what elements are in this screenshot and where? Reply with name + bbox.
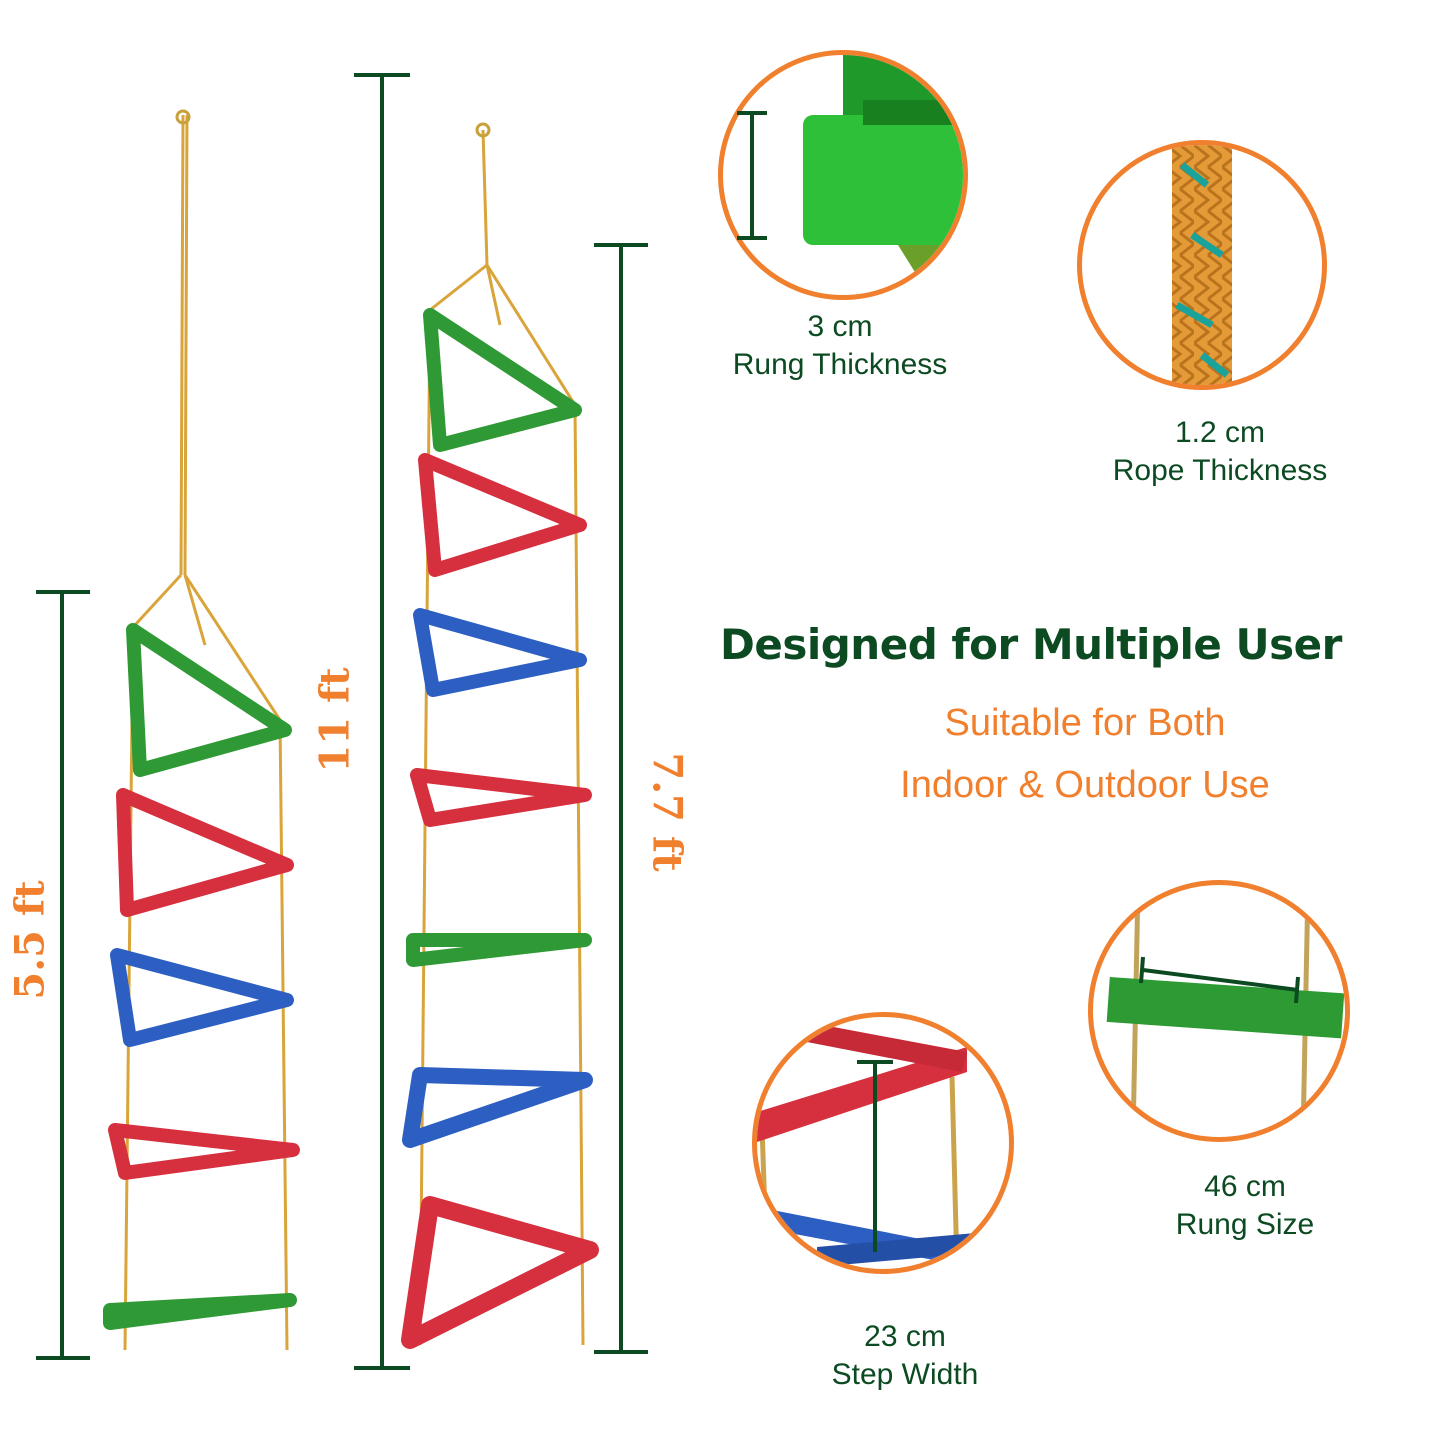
headline: Designed for Multiple User — [720, 620, 1342, 669]
step-width-label: Step Width — [831, 1358, 979, 1391]
rope-thickness-value: 1.2 cm — [1174, 416, 1266, 449]
rope-closeup-image — [1077, 140, 1327, 390]
rope-thickness-label: Rope Thickness — [1112, 454, 1328, 487]
long-ladder-rung-green-2 — [406, 933, 592, 967]
short-ladder-rung-green-2 — [103, 1293, 297, 1330]
rung-size-caption: 46 cm Rung Size — [1110, 1168, 1380, 1244]
rope-thickness-caption: 1.2 cm Rope Thickness — [1075, 414, 1365, 490]
total-height-label: 11 ft — [311, 667, 359, 773]
step-closeup-image — [752, 1012, 1014, 1274]
step-width-value: 23 cm — [864, 1320, 946, 1353]
short-ladder-image — [103, 109, 300, 1351]
short-ladder-rung-red — [116, 788, 294, 917]
rung-thickness-caption: 3 cm Rung Thickness — [700, 308, 980, 384]
long-ladder-image — [401, 122, 599, 1349]
short-ladder-rung-red-2 — [108, 1123, 300, 1180]
long-ladder-rung-blue-2 — [402, 1067, 593, 1148]
step-width-caption: 23 cm Step Width — [770, 1318, 1040, 1394]
long-ladder-height-label: 7.7 ft — [643, 752, 691, 872]
rung-thickness-marker — [737, 111, 767, 240]
rung-size-label: Rung Size — [1175, 1208, 1315, 1241]
long-ladder-rung-red — [418, 453, 587, 577]
rung-thickness-value: 3 cm — [807, 310, 873, 343]
rung-size-closeup-image — [1088, 880, 1350, 1142]
long-ladder-rung-red-3 — [401, 1196, 599, 1349]
long-ladder-rung-green — [423, 308, 582, 452]
rung-closeup-image — [718, 50, 968, 300]
long-ladder-dimension-line — [594, 243, 648, 1354]
rung-thickness-label: Rung Thickness — [732, 348, 948, 381]
subtitle: Suitable for Both Indoor & Outdoor Use — [820, 692, 1350, 816]
total-height-dimension-line — [354, 73, 410, 1370]
subtitle-line-1: Suitable for Both — [944, 702, 1226, 744]
rung-size-value: 46 cm — [1204, 1170, 1286, 1203]
short-ladder-rung-green — [126, 623, 292, 777]
long-ladder-rung-blue — [413, 608, 587, 697]
short-ladder-height-label: 5.5 ft — [6, 880, 54, 1000]
long-ladder-rung-red-2 — [410, 768, 592, 827]
subtitle-line-2: Indoor & Outdoor Use — [900, 764, 1270, 806]
short-ladder-dimension-line — [36, 590, 90, 1360]
short-ladder-rung-blue — [110, 948, 294, 1047]
